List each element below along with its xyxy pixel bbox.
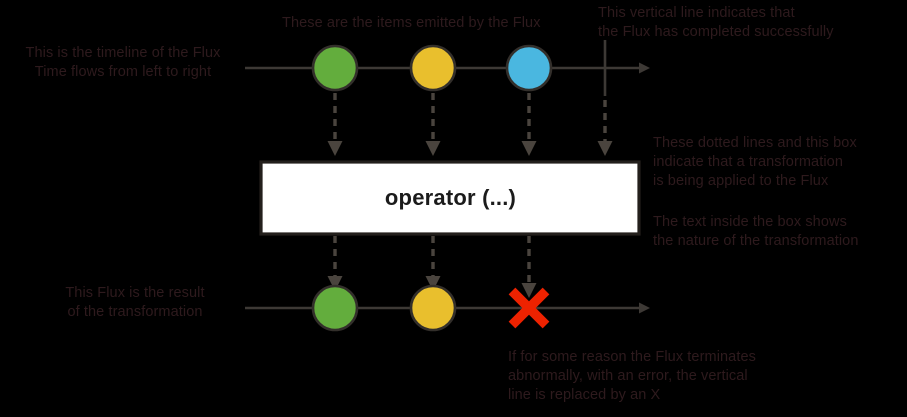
error-x-icon[interactable] bbox=[508, 287, 550, 329]
result-timeline-group bbox=[245, 284, 650, 332]
annotation-dotted-lines: These dotted lines and this box indicate… bbox=[653, 135, 857, 189]
result-marble-yellow[interactable] bbox=[409, 284, 457, 332]
marble-green[interactable] bbox=[311, 44, 359, 92]
operator-box[interactable] bbox=[259, 160, 641, 236]
annotation-result: This Flux is the result of the transform… bbox=[65, 285, 205, 320]
marble-blue[interactable] bbox=[505, 44, 553, 92]
annotation-box-text: The text inside the box shows the nature… bbox=[653, 214, 859, 249]
annotation-completion: This vertical line indicates that the Fl… bbox=[598, 5, 834, 40]
result-marble-green[interactable] bbox=[311, 284, 359, 332]
marble-yellow[interactable] bbox=[409, 44, 457, 92]
flow-arrows-into-operator bbox=[327, 93, 613, 156]
source-timeline-group bbox=[245, 40, 650, 96]
annotation-items: These are the items emitted by the Flux bbox=[282, 15, 541, 31]
annotation-timeline: This is the timeline of the Flux Time fl… bbox=[25, 45, 221, 80]
annotation-error: If for some reason the Flux terminates a… bbox=[508, 349, 756, 403]
flow-arrows-out-of-operator bbox=[327, 236, 537, 298]
